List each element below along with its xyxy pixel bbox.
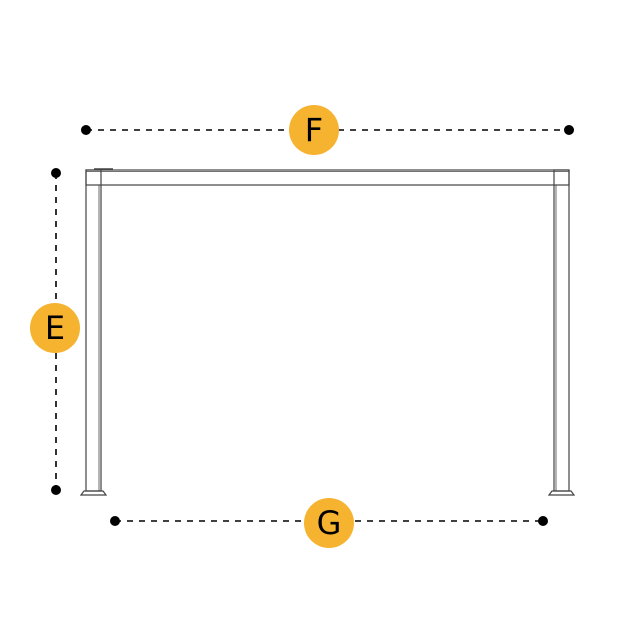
right-post-foot	[547, 490, 576, 496]
dimension-g-start-dot	[110, 516, 120, 526]
left-post-foot	[79, 490, 108, 496]
dimension-label-e: E	[44, 309, 66, 347]
dimension-badge-f: F	[289, 105, 339, 155]
dimension-e-start-dot	[51, 168, 61, 178]
top-beam	[85, 169, 570, 186]
dimension-label-f: F	[304, 111, 324, 149]
dimension-label-g: G	[316, 504, 342, 542]
dimension-f-end-dot	[564, 125, 574, 135]
dimension-f-start-dot	[81, 125, 91, 135]
dimension-g-end-dot	[538, 516, 548, 526]
dimension-badge-e: E	[30, 303, 80, 353]
frame-structure	[79, 168, 576, 496]
dimension-e-end-dot	[51, 485, 61, 495]
dimension-badge-g: G	[304, 498, 354, 548]
dimension-line-g	[110, 516, 548, 526]
